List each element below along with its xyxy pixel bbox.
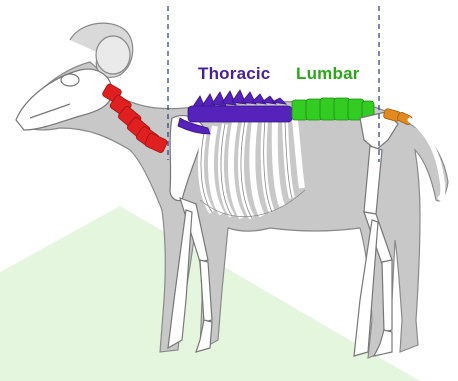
lumbar-vertebrae <box>292 98 374 120</box>
lumbar-label: Lumbar <box>296 64 360 84</box>
thoracic-label: Thoracic <box>198 64 270 84</box>
